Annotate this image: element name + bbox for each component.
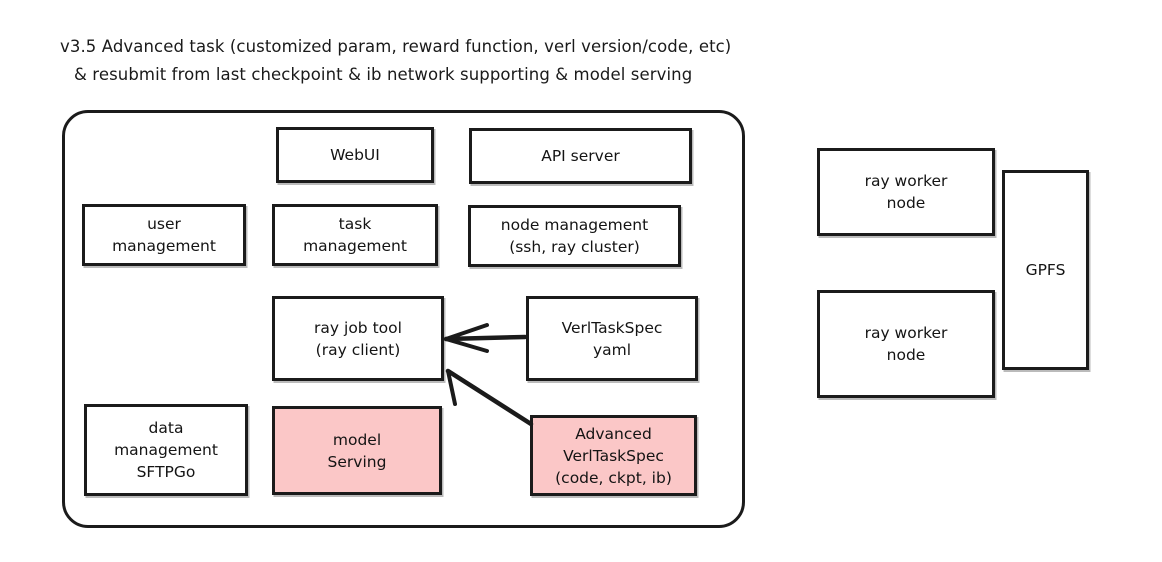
box-ray-worker-node-1[interactable]: ray worker node (817, 148, 995, 236)
box-ray-worker-node-1-label: ray worker node (864, 172, 948, 212)
box-ray-job-tool[interactable]: ray job tool (ray client) (272, 296, 444, 381)
box-node-management-label: node management (ssh, ray cluster) (500, 216, 649, 256)
title-line-1: v3.5 Advanced task (customized param, re… (60, 37, 732, 56)
box-ray-worker-node-2-label: ray worker node (864, 324, 948, 364)
platform-boundary-container (62, 110, 745, 528)
box-ray-job-tool-label: ray job tool (ray client) (314, 318, 402, 359)
box-user-management[interactable]: user management (82, 204, 246, 266)
box-advanced-verl-task-spec[interactable]: Advanced VerlTaskSpec (code, ckpt, ib) (530, 415, 697, 496)
title-line-2: & resubmit from last checkpoint & ib net… (74, 65, 693, 84)
box-api-server[interactable]: API server (469, 128, 692, 184)
box-data-management[interactable]: data management SFTPGo (84, 404, 248, 496)
box-webui-label: WebUI (330, 146, 380, 164)
box-verl-task-spec-yaml[interactable]: VerlTaskSpec yaml (526, 296, 698, 381)
box-task-management[interactable]: task management (272, 204, 438, 266)
box-advanced-verl-task-spec-label: Advanced VerlTaskSpec (code, ckpt, ib) (555, 424, 672, 487)
box-gpfs[interactable]: GPFS (1002, 170, 1089, 370)
box-model-serving-label: model Serving (327, 430, 387, 471)
box-ray-worker-node-2[interactable]: ray worker node (817, 290, 995, 398)
box-node-management[interactable]: node management (ssh, ray cluster) (468, 205, 681, 267)
box-verl-task-spec-yaml-label: VerlTaskSpec yaml (561, 318, 663, 359)
box-data-management-label: data management SFTPGo (114, 419, 218, 481)
box-api-server-label: API server (541, 147, 620, 165)
box-user-management-label: user management (112, 215, 216, 255)
box-model-serving[interactable]: model Serving (272, 406, 442, 495)
box-gpfs-label: GPFS (1025, 261, 1066, 279)
box-webui[interactable]: WebUI (276, 127, 434, 183)
box-task-management-label: task management (303, 215, 407, 255)
diagram-title: v3.5 Advanced task (customized param, re… (60, 33, 960, 89)
